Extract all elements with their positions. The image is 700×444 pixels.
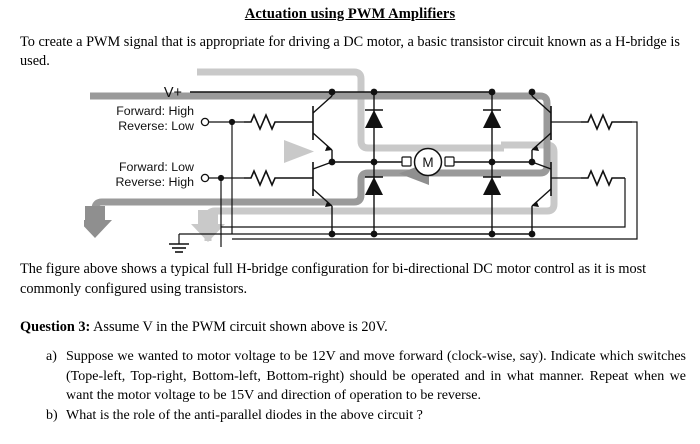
list-item-text-b: What is the role of the anti-parallel di… bbox=[66, 407, 423, 423]
forward-ground-arrow-icon bbox=[191, 210, 225, 242]
top-right-base-return-wire bbox=[232, 121, 638, 240]
top-right-antiparallel-diode bbox=[483, 109, 501, 128]
top-input-label-line2: Reverse: Low bbox=[118, 119, 194, 133]
question-heading: Question 3: Assume V in the PWM circuit … bbox=[20, 318, 686, 337]
top-left-transistor bbox=[312, 95, 333, 151]
bottom-right-antiparallel-diode bbox=[483, 176, 501, 195]
question-body: Assume V in the PWM circuit shown above … bbox=[90, 319, 388, 335]
bottom-left-antiparallel-diode bbox=[365, 176, 383, 195]
reverse-ground-arrow-icon bbox=[84, 206, 112, 238]
list-item-marker-b: b) bbox=[46, 407, 58, 423]
h-bridge-circuit-figure: V+ Forward: High Reverse: Low Forward: L… bbox=[84, 66, 644, 256]
top-left-collector-node bbox=[328, 88, 336, 96]
ground-symbol bbox=[169, 234, 189, 253]
top-right-diode-top-node bbox=[488, 88, 496, 96]
supply-voltage-label: V+ bbox=[164, 85, 182, 101]
motor-label: M bbox=[422, 155, 433, 170]
bottom-input-label-line2: Reverse: High bbox=[115, 175, 194, 189]
list-item: b) What is the role of the anti-parallel… bbox=[20, 406, 686, 426]
forward-flow-arrow-icon bbox=[284, 140, 314, 163]
top-right-collector-node bbox=[528, 88, 536, 96]
bottom-right-transistor bbox=[531, 161, 552, 207]
list-item-text-a: Suppose we wanted to motor voltage to be… bbox=[66, 349, 686, 403]
top-input-label-line1: Forward: High bbox=[116, 104, 194, 118]
question-label: Question 3: bbox=[20, 319, 91, 335]
top-right-transistor bbox=[531, 95, 552, 151]
list-item: a) Suppose we wanted to motor voltage to… bbox=[20, 347, 686, 406]
top-left-base-resistor bbox=[244, 112, 313, 132]
bottom-left-emitter-node bbox=[328, 230, 336, 238]
figure-caption-paragraph: The figure above shows a typical full H-… bbox=[20, 261, 647, 297]
bottom-right-base-resistor bbox=[581, 168, 625, 188]
motor-left-terminal bbox=[401, 156, 412, 167]
top-input-terminal bbox=[200, 117, 210, 127]
bottom-right-base-return-wire bbox=[221, 178, 626, 228]
top-left-antiparallel-diode bbox=[365, 109, 383, 128]
bottom-left-base-resistor bbox=[244, 168, 313, 188]
top-left-diode-top-node bbox=[370, 88, 378, 96]
motor-right-terminal bbox=[444, 156, 455, 167]
motor-symbol: M bbox=[401, 147, 455, 177]
bottom-input-label-line1: Forward: Low bbox=[119, 160, 194, 174]
motor-body bbox=[413, 147, 443, 177]
page-title: Actuation using PWM Amplifiers bbox=[244, 6, 456, 22]
intro-paragraph: To create a PWM signal that is appropria… bbox=[20, 34, 680, 69]
question-sub-items-list: a) Suppose we wanted to motor voltage to… bbox=[20, 347, 686, 425]
bottom-input-terminal bbox=[200, 173, 210, 183]
top-right-base-resistor bbox=[581, 112, 632, 132]
forward-current-path bbox=[191, 68, 558, 242]
list-item-marker-a: a) bbox=[46, 349, 57, 364]
